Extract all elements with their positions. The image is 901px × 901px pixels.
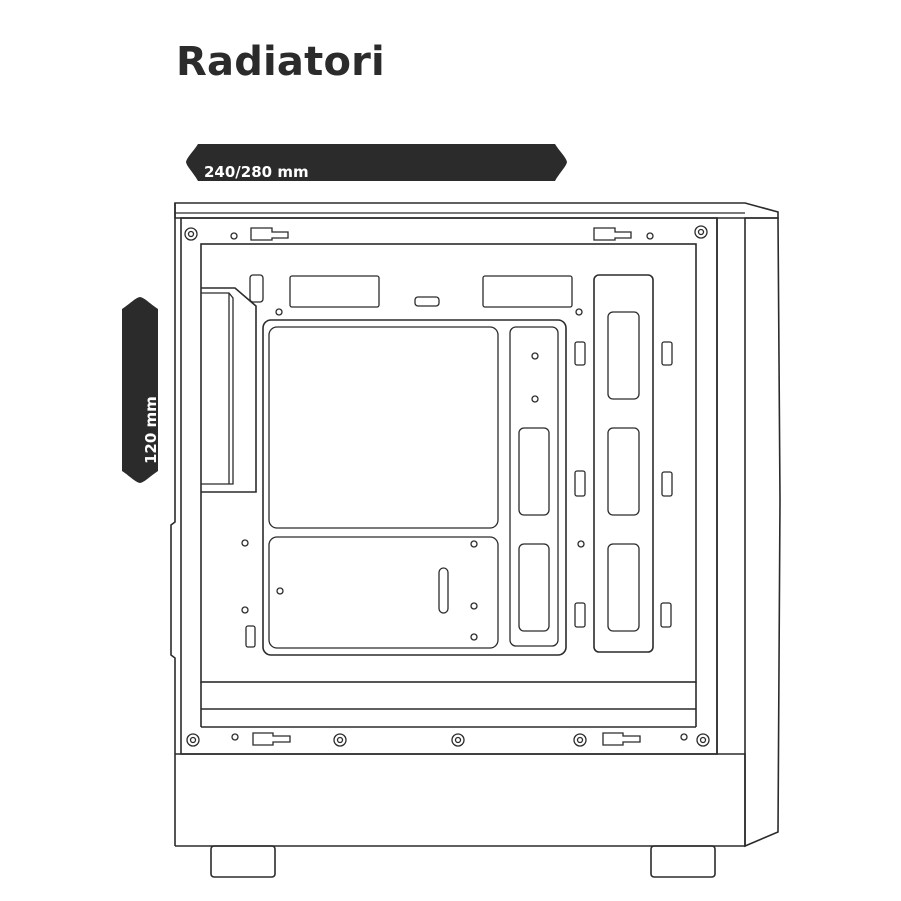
top-rail-details [184, 225, 708, 241]
tray-side-holes [241, 539, 256, 648]
drive-cage [593, 274, 654, 653]
case-inner-frame [180, 217, 718, 755]
motherboard-tray [262, 319, 567, 656]
case-outline [170, 202, 781, 878]
top-cutouts [275, 275, 583, 316]
top-radiator-size-label: 240/280 mm [204, 163, 309, 181]
bottom-rail-details [186, 732, 710, 747]
front-radiator-dimension-badge: 120 mm [122, 297, 160, 483]
cable-routing-slots [574, 341, 673, 628]
front-radiator-bracket [201, 274, 264, 493]
page-title: Radiatori [176, 39, 385, 85]
front-radiator-size-label: 120 mm [142, 396, 160, 464]
top-radiator-dimension-badge: 240/280 mm [186, 144, 567, 181]
